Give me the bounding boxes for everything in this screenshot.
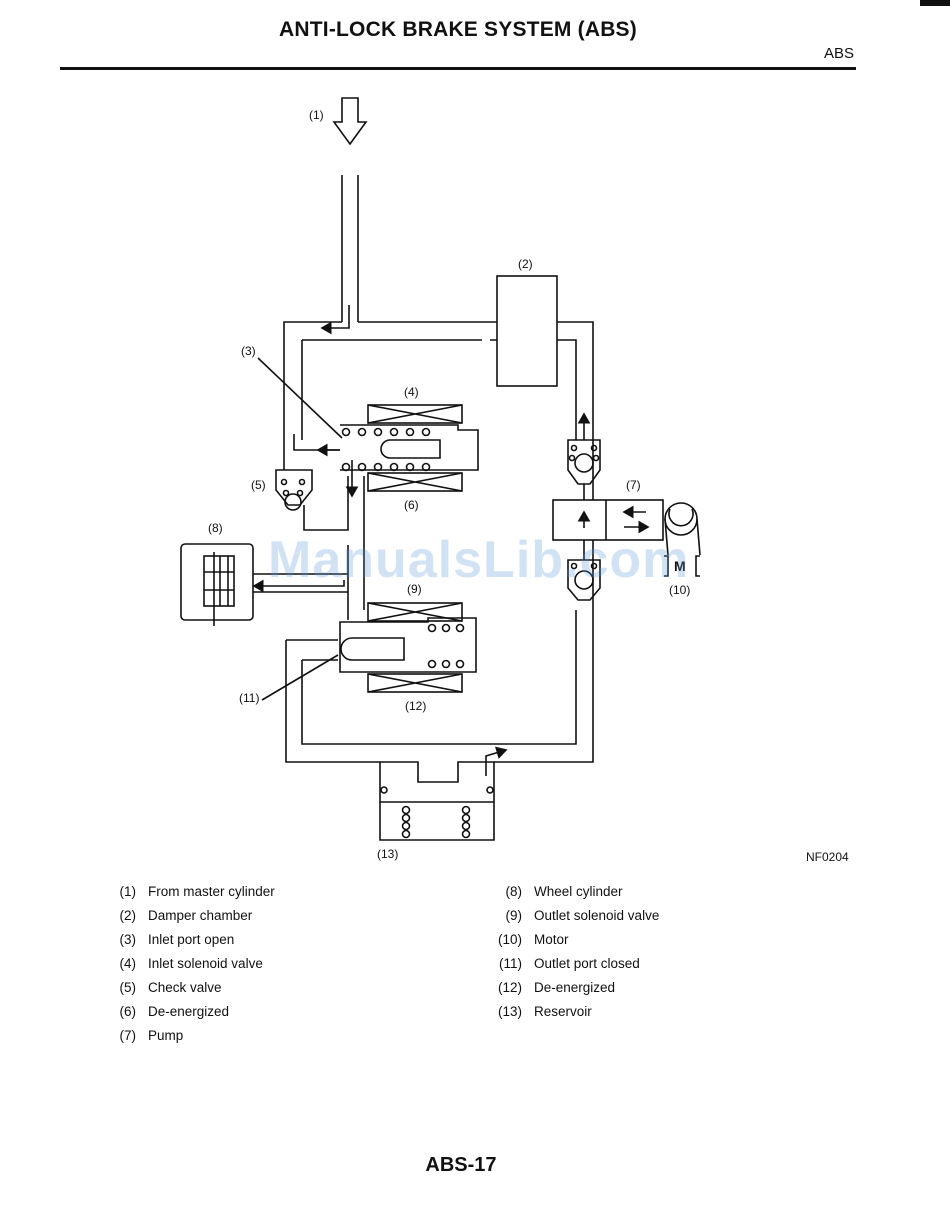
legend-item: (8)Wheel cylinder: [490, 884, 659, 908]
legend-left-column: (1)From master cylinder (2)Damper chambe…: [106, 884, 275, 1052]
legend-item: (5)Check valve: [106, 980, 275, 1004]
legend-text: Inlet solenoid valve: [148, 956, 263, 971]
page-number: ABS-17: [425, 1154, 497, 1176]
legend-item: (7)Pump: [106, 1028, 275, 1052]
legend-text: Outlet solenoid valve: [534, 908, 660, 923]
motor: [664, 502, 701, 577]
callout-13: (13): [377, 847, 398, 861]
legend-right-column: (8)Wheel cylinder (9)Outlet solenoid val…: [490, 884, 659, 1028]
legend-item: (2)Damper chamber: [106, 908, 275, 932]
legend-text: From master cylinder: [148, 884, 275, 899]
page-corner-mark: [920, 0, 950, 6]
legend-text: Inlet port open: [148, 932, 235, 947]
legend-text: De-energized: [148, 1004, 230, 1019]
callout-1: (1): [309, 108, 324, 122]
legend-item: (1)From master cylinder: [106, 884, 275, 908]
legend-text: Damper chamber: [148, 908, 253, 923]
figure-code: NF0204: [806, 850, 849, 864]
legend-item: (6)De-energized: [106, 1004, 275, 1028]
master-cylinder-input-arrow: [332, 97, 368, 146]
legend-text: De-energized: [534, 980, 616, 995]
callout-12: (12): [405, 699, 426, 713]
callout-10: (10): [669, 583, 690, 597]
outlet-solenoid-valve: [339, 602, 477, 693]
legend-text: Check valve: [148, 980, 222, 995]
legend-item: (3)Inlet port open: [106, 932, 275, 956]
page-title: ANTI-LOCK BRAKE SYSTEM (ABS): [279, 18, 637, 41]
legend-text: Motor: [534, 932, 569, 947]
motor-label: M: [674, 558, 686, 574]
legend-item: (10)Motor: [490, 932, 659, 956]
legend-text: Pump: [148, 1028, 184, 1043]
legend-item: (9)Outlet solenoid valve: [490, 908, 660, 932]
callout-9: (9): [407, 582, 422, 596]
damper-chamber: [496, 275, 558, 387]
header-rule: [60, 67, 856, 70]
legend-text: Wheel cylinder: [534, 884, 623, 899]
wheel-cylinder: [180, 543, 254, 626]
legend-item: (4)Inlet solenoid valve: [106, 956, 275, 980]
legend-text: Reservoir: [534, 1004, 592, 1019]
callout-11: (11): [239, 691, 259, 705]
legend-item: (11)Outlet port closed: [490, 956, 659, 980]
reservoir: [379, 761, 495, 841]
watermark: ManualsLib.com: [268, 531, 690, 589]
callout-8: (8): [208, 521, 223, 535]
callout-2: (2): [518, 257, 533, 271]
check-valve: [275, 469, 313, 511]
legend-item: (13)Reservoir: [490, 1004, 659, 1028]
callout-4: (4): [404, 385, 419, 399]
callout-3: (3): [241, 344, 256, 358]
callout-5: (5): [251, 478, 266, 492]
pump: [552, 439, 664, 601]
section-tag: ABS: [823, 45, 854, 62]
callout-6: (6): [404, 498, 419, 512]
inlet-solenoid-valve: [340, 404, 479, 492]
outer-loop-pipe: [285, 321, 594, 763]
callout-7: (7): [626, 478, 641, 492]
legend-text: Outlet port closed: [534, 956, 640, 971]
legend-item: (12)De-energized: [490, 980, 659, 1004]
